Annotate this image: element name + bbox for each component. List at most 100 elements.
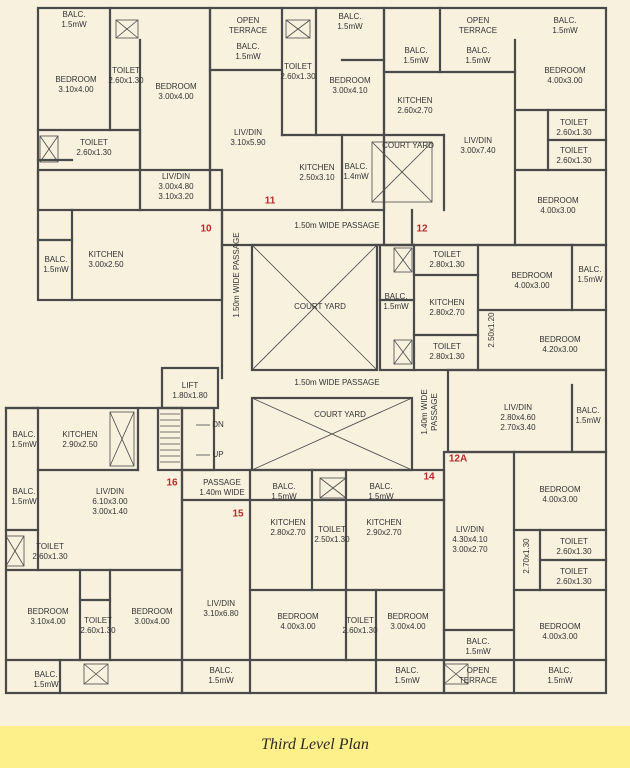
room-dimension: 2.80x1.30: [429, 352, 465, 361]
room-name: BEDROOM: [155, 82, 197, 91]
room-name: BALC.: [44, 255, 68, 264]
room-dimension: 3.10x5.90: [230, 138, 266, 147]
room-label-courtyard-2: COURT YARD: [294, 302, 346, 312]
room-dimension: 2.60x1.30: [108, 76, 144, 85]
room-name: COURT YARD: [294, 302, 346, 311]
shaft-9: [83, 663, 109, 685]
room-name: KITCHEN: [397, 96, 433, 105]
room-dimension: 2.60x1.30: [342, 626, 378, 635]
room-dimension: 1.5mW: [43, 265, 69, 274]
room-name: BALC.: [12, 430, 36, 439]
room-name: BALC.: [236, 42, 260, 51]
room-dimension: 3.00x4.00: [158, 92, 194, 101]
room-name: LIV/DIN: [233, 128, 263, 137]
room-label-balc-f3: BALC.1.5mW: [208, 666, 233, 686]
room-label-passage-mid: 1.50m WIDE PASSAGE: [294, 378, 379, 388]
room-dimension: 1.5mW: [465, 647, 491, 656]
room-name: KITCHEN: [366, 518, 402, 527]
room-dimension: 4.00x3.00: [514, 281, 550, 290]
courtyard-3-diag-b: [251, 397, 413, 471]
room-dimension: 2.60x2.70: [397, 106, 433, 115]
room-label-dim-d: 2.50x1.20: [487, 312, 497, 347]
room-name: OPEN TERRACE: [228, 16, 268, 35]
room-dimension: 2.90x2.70: [366, 528, 402, 537]
room-name: TOILET: [560, 567, 588, 576]
room-dimension: 1.5mW: [11, 497, 37, 506]
unit-marker-m12: 12: [416, 223, 428, 235]
room-dimension: 3.00x4.00: [134, 617, 170, 626]
room-dimension: 1.5mW: [394, 676, 420, 685]
room-dimension: 4.20x3.00: [542, 345, 578, 354]
room-dimension: 1.40m WIDE: [199, 488, 245, 497]
room-label-courtyard-3: COURT YARD: [314, 410, 366, 420]
room-name: 1.50m WIDE PASSAGE: [294, 378, 380, 387]
room-name: BEDROOM: [539, 335, 581, 344]
room-name: BALC.: [553, 16, 577, 25]
room-name: BEDROOM: [27, 607, 69, 616]
room-name: COURT YARD: [382, 141, 434, 150]
courtyard-2-diag-b: [251, 244, 378, 371]
room-name: TOILET: [433, 342, 461, 351]
room-label-passage-right: 1.40m WIDE PASSAGE: [420, 389, 440, 434]
room-name: 1.40m WIDE PASSAGE: [420, 389, 439, 435]
room-label-balc-f2: BALC.1.5mW: [368, 482, 393, 502]
room-label-balc-b2: BALC.1.5mW: [337, 12, 362, 32]
room-name: BEDROOM: [544, 66, 586, 75]
room-name: LIV/DIN: [503, 403, 533, 412]
room-name: BEDROOM: [387, 612, 429, 621]
room-dimension: 1.5mW: [368, 492, 394, 501]
room-dimension: 1.5mW: [403, 56, 429, 65]
room-name: TOILET: [318, 525, 346, 534]
room-name: LIV/DIN: [455, 525, 485, 534]
room-name: LIV/DIN: [95, 487, 125, 496]
shaft-2: [285, 19, 311, 39]
room-dimension: 1.5mW: [33, 680, 59, 689]
room-dimension: 1.5mW: [465, 56, 491, 65]
room-dimension: 1.5mW: [61, 20, 87, 29]
room-label-balc-d3: BALC.1.5mW: [575, 406, 600, 426]
room-name: 2.50x1.20: [487, 312, 496, 348]
unit-marker-m11: 11: [264, 195, 276, 207]
room-dimension: 3.00x4.80 3.10x3.20: [158, 182, 194, 201]
room-dimension: 3.00x2.50: [88, 260, 124, 269]
room-name: TOILET: [433, 250, 461, 259]
room-name: KITCHEN: [62, 430, 98, 439]
room-dimension: 4.00x3.00: [280, 622, 316, 631]
room-dimension: 2.60x1.30: [556, 547, 592, 556]
room-name: UP: [212, 450, 224, 459]
room-label-open-terrace-3: OPEN TERRACE: [459, 666, 497, 686]
room-name: BALC.: [548, 666, 572, 675]
room-label-passage-top: 1.50m WIDE PASSAGE: [294, 221, 379, 231]
room-name: BALC.: [466, 46, 490, 55]
duct-shafts: [5, 19, 469, 685]
room-label-balc-f1: BALC.1.5mW: [271, 482, 296, 502]
room-name: 1.50m WIDE PASSAGE: [294, 221, 380, 230]
room-dimension: 1.5mW: [575, 416, 601, 425]
room-dimension: 1.80x1.80: [172, 391, 208, 400]
walls: [4, 6, 608, 695]
stair-outline: [156, 406, 216, 472]
room-label-balc-e2: BALC.1.5mW: [11, 487, 36, 507]
room-name: BEDROOM: [131, 607, 173, 616]
room-name: BALC.: [369, 482, 393, 491]
room-name: TOILET: [84, 616, 112, 625]
room-label-balc-g1: BALC.1.5mW: [465, 637, 490, 657]
room-dimension: 1.5mW: [11, 440, 37, 449]
room-label-balc-e1: BALC.1.5mW: [11, 430, 36, 450]
